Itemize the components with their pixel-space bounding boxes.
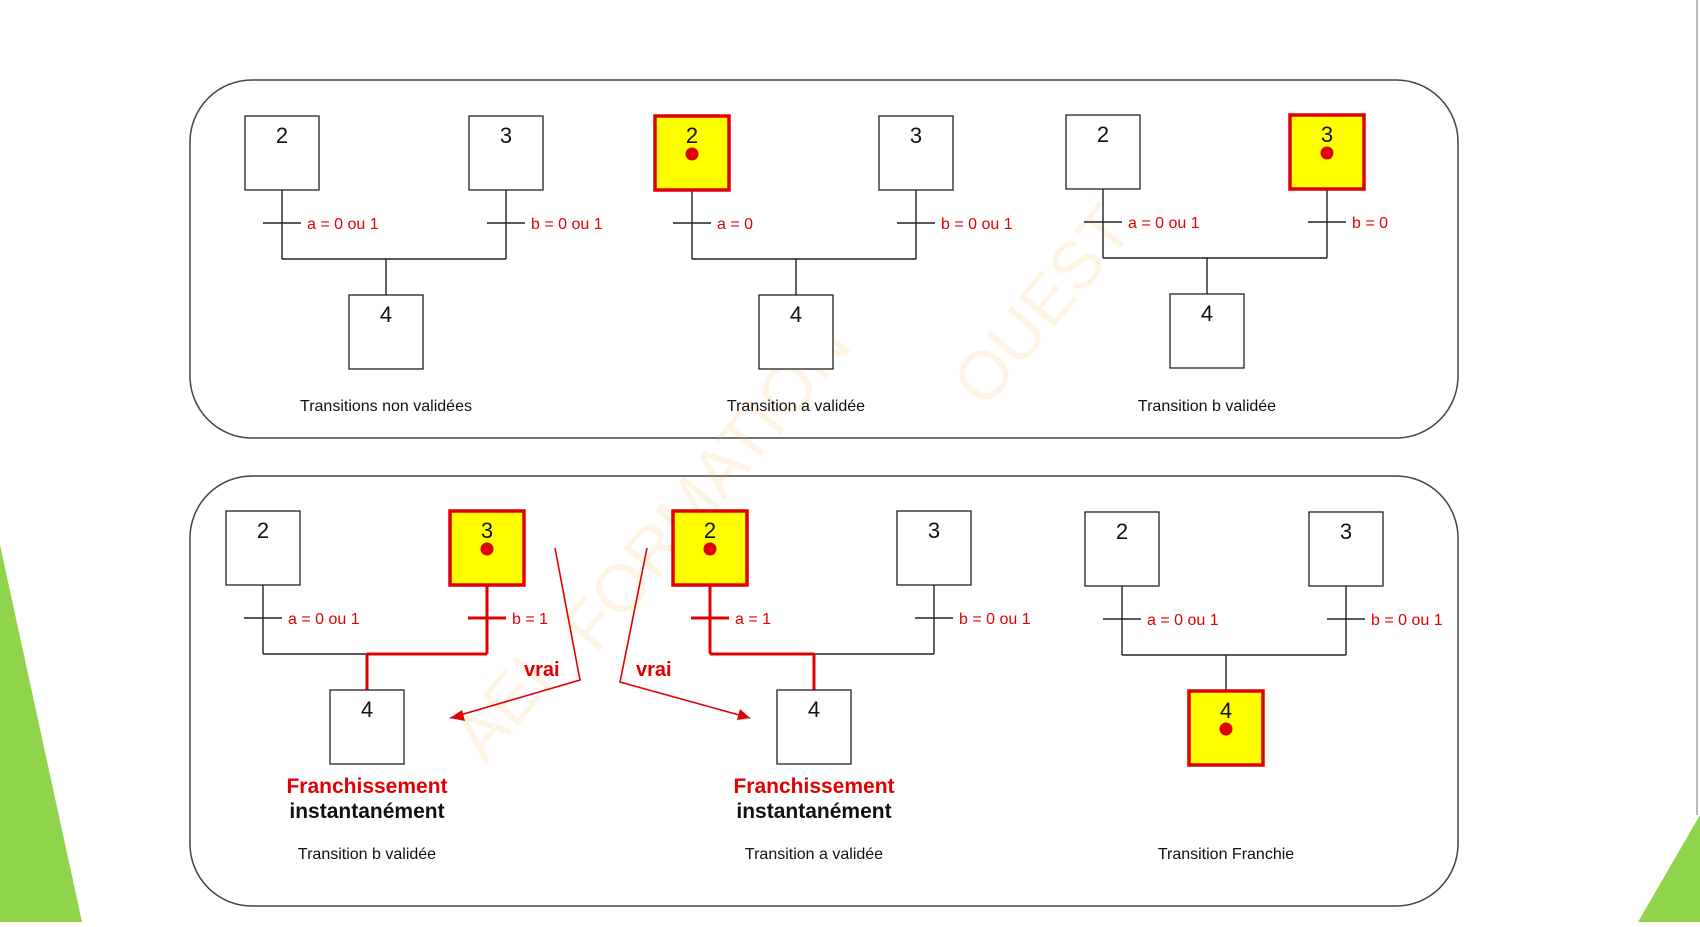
vrai-arrow-right-line — [619, 547, 751, 719]
step-4-label: 4 — [1220, 698, 1232, 723]
vrai-arrow-left-line — [449, 547, 581, 719]
top-frame — [189, 79, 1459, 439]
step-2-box — [1084, 511, 1160, 587]
transition-b-condition: b = 1 — [512, 611, 548, 628]
bottom-frame — [189, 475, 1459, 907]
step-3-box — [468, 115, 544, 191]
franchissement-label: Franchissement — [733, 775, 894, 798]
step-2-label: 2 — [276, 123, 288, 148]
vrai-arrow-left-head — [450, 710, 465, 721]
transition-a-condition: a = 0 ou 1 — [1147, 612, 1219, 629]
step-4-box — [1169, 293, 1245, 369]
transition-b-condition: b = 0 — [1352, 215, 1388, 232]
step-4-label: 4 — [361, 697, 373, 722]
transition-b-condition: b = 0 ou 1 — [941, 216, 1013, 233]
step-2-box — [653, 114, 731, 192]
instantanement-label: instantanément — [736, 800, 891, 823]
vrai-arrow-right: vrai — [619, 547, 751, 720]
panel-caption: Transition b validée — [298, 846, 436, 863]
step-3-label: 3 — [928, 518, 940, 543]
step-2-label: 2 — [1116, 519, 1128, 544]
vrai-arrow-left: vrai — [449, 547, 581, 721]
step-4-box — [348, 294, 424, 370]
panel-caption: Transition a validée — [727, 398, 865, 415]
step-4-label: 4 — [808, 697, 820, 722]
step-3-label: 3 — [500, 123, 512, 148]
panel-4: a = 0 ou 1 b = 1 2 3 4Franchissementinstanta… — [225, 509, 548, 863]
vrai-label-left: vrai — [524, 659, 560, 681]
step-3-token — [1320, 146, 1334, 160]
step-3-box — [1308, 511, 1384, 587]
step-4-box — [329, 689, 405, 765]
panel-caption: Transition a validée — [745, 846, 883, 863]
step-2-box — [244, 115, 320, 191]
panel-caption: Transition b validée — [1138, 398, 1276, 415]
step-4-label: 4 — [790, 302, 802, 327]
step-3-box — [878, 115, 954, 191]
green-deco-right — [1638, 815, 1700, 922]
step-4-token — [1219, 722, 1233, 736]
transition-a-condition: a = 0 ou 1 — [307, 216, 379, 233]
step-3-label: 3 — [1321, 122, 1333, 147]
vrai-arrow-right-head — [737, 709, 750, 720]
transition-a-condition: a = 0 ou 1 — [1128, 215, 1200, 232]
panel-5: a = 1 b = 0 ou 1 2 3 4Franchissementinstanta… — [671, 509, 1031, 863]
transition-a-condition: a = 0 ou 1 — [288, 611, 360, 628]
step-3-label: 3 — [481, 518, 493, 543]
step-2-box — [1065, 114, 1141, 190]
step-3-label: 3 — [1340, 519, 1352, 544]
transition-a-condition: a = 1 — [735, 611, 771, 628]
step-2-label: 2 — [704, 518, 716, 543]
step-3-label: 3 — [910, 123, 922, 148]
step-4-box — [758, 294, 834, 370]
vrai-label-right: vrai — [636, 659, 672, 681]
transition-a-condition: a = 0 — [717, 216, 753, 233]
step-4-label: 4 — [1201, 301, 1213, 326]
panel-caption: Transitions non validées — [300, 398, 472, 415]
step-4-box — [776, 689, 852, 765]
watermark: AEI FORMATION OUEST — [438, 191, 1147, 774]
step-2-token — [685, 147, 699, 161]
franchissement-label: Franchissement — [286, 775, 447, 798]
transition-b-condition: b = 0 ou 1 — [1371, 612, 1443, 629]
step-2-token — [703, 542, 717, 556]
step-2-label: 2 — [257, 518, 269, 543]
green-deco-left — [0, 545, 82, 922]
step-3-box — [896, 510, 972, 586]
step-2-label: 2 — [1097, 122, 1109, 147]
step-4-label: 4 — [380, 302, 392, 327]
panel-caption: Transition Franchie — [1158, 846, 1294, 863]
transition-b-condition: b = 0 ou 1 — [959, 611, 1031, 628]
step-2-label: 2 — [686, 123, 698, 148]
step-2-box — [225, 510, 301, 586]
instantanement-label: instantanément — [289, 800, 444, 823]
step-3-token — [480, 542, 494, 556]
transition-b-condition: b = 0 ou 1 — [531, 216, 603, 233]
